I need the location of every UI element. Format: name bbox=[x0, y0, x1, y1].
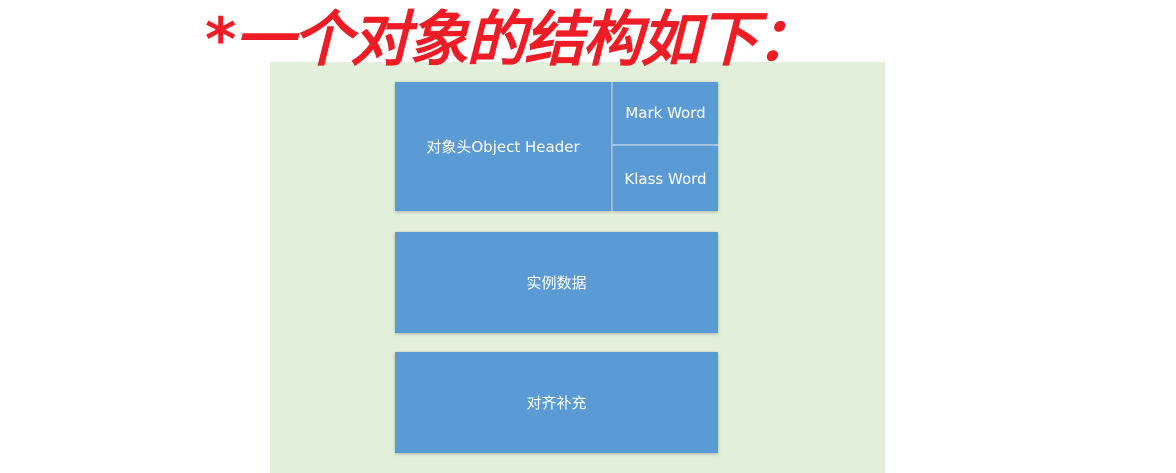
klass-word-label: Klass Word bbox=[624, 169, 707, 188]
padding-box: 对齐补充 bbox=[395, 352, 718, 453]
object-header-label: 对象头Object Header bbox=[426, 138, 580, 156]
instance-data-label: 实例数据 bbox=[526, 274, 587, 292]
mark-word-label: Mark Word bbox=[625, 104, 706, 122]
padding-label: 对齐补充 bbox=[526, 394, 587, 412]
instance-data-box: 实例数据 bbox=[395, 232, 718, 333]
mark-word-box: Mark Word bbox=[613, 82, 718, 144]
header-divider-vertical bbox=[611, 82, 613, 211]
object-header-box: 对象头Object Header bbox=[395, 82, 611, 211]
klass-word-box: Klass Word bbox=[613, 146, 718, 211]
header-divider-horizontal bbox=[613, 144, 718, 146]
slide-title: *一个对象的结构如下： bbox=[205, 5, 816, 75]
